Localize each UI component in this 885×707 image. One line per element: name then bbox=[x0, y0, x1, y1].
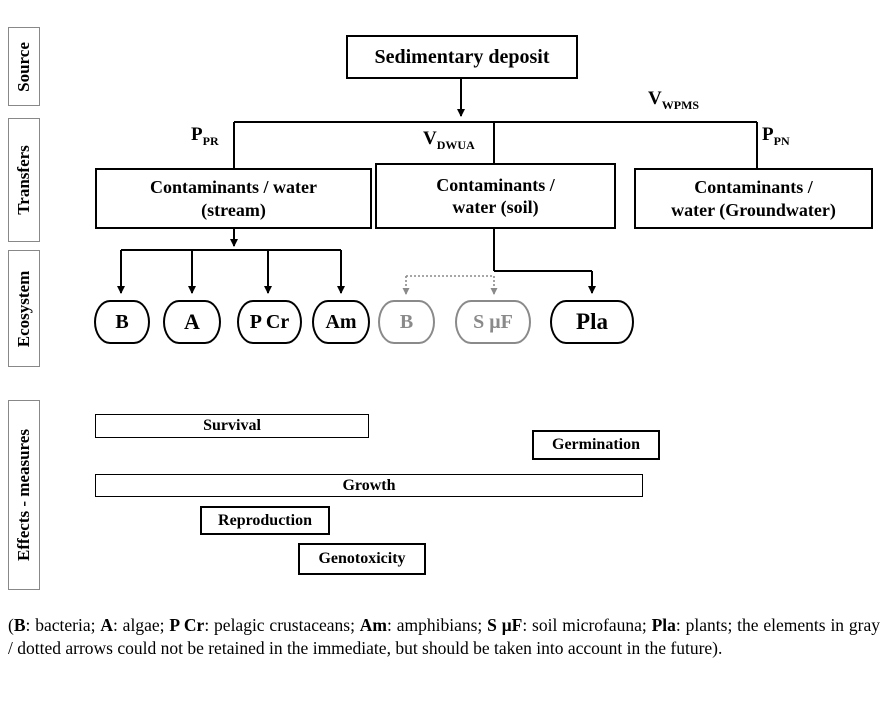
organism-a: A bbox=[163, 300, 221, 344]
groundwater-box: Contaminants /water (Groundwater) bbox=[634, 168, 873, 229]
row-label-effects: Effects - measures bbox=[8, 400, 40, 590]
organism-pcr: P Cr bbox=[237, 300, 302, 344]
label-ppn: PPN bbox=[762, 124, 790, 148]
organism-pla: Pla bbox=[550, 300, 634, 344]
row-label-transfers: Transfers bbox=[8, 118, 40, 242]
organism-b-gray: B bbox=[378, 300, 435, 344]
organism-am: Am bbox=[312, 300, 370, 344]
label-vwpms: VWPMS bbox=[648, 88, 700, 112]
effect-germination: Germination bbox=[532, 430, 660, 460]
effect-growth: Growth bbox=[95, 474, 643, 497]
soil-box: Contaminants /water (soil) bbox=[375, 163, 616, 229]
label-vdwua: VDWUA bbox=[423, 128, 475, 152]
effect-genotoxicity: Genotoxicity bbox=[298, 543, 426, 575]
effect-reproduction: Reproduction bbox=[200, 506, 330, 535]
source-box: Sedimentary deposit bbox=[346, 35, 578, 79]
effect-survival: Survival bbox=[95, 414, 369, 438]
organism-suf-gray: S μF bbox=[455, 300, 531, 344]
organism-b: B bbox=[94, 300, 150, 344]
legend-caption: (B: bacteria; A: algae; P Cr: pelagic cr… bbox=[8, 615, 881, 658]
row-label-source: Source bbox=[8, 27, 40, 106]
label-ppr: PPR bbox=[191, 124, 219, 148]
row-label-ecosystem: Ecosystem bbox=[8, 250, 40, 367]
stream-box: Contaminants / water(stream) bbox=[95, 168, 372, 229]
